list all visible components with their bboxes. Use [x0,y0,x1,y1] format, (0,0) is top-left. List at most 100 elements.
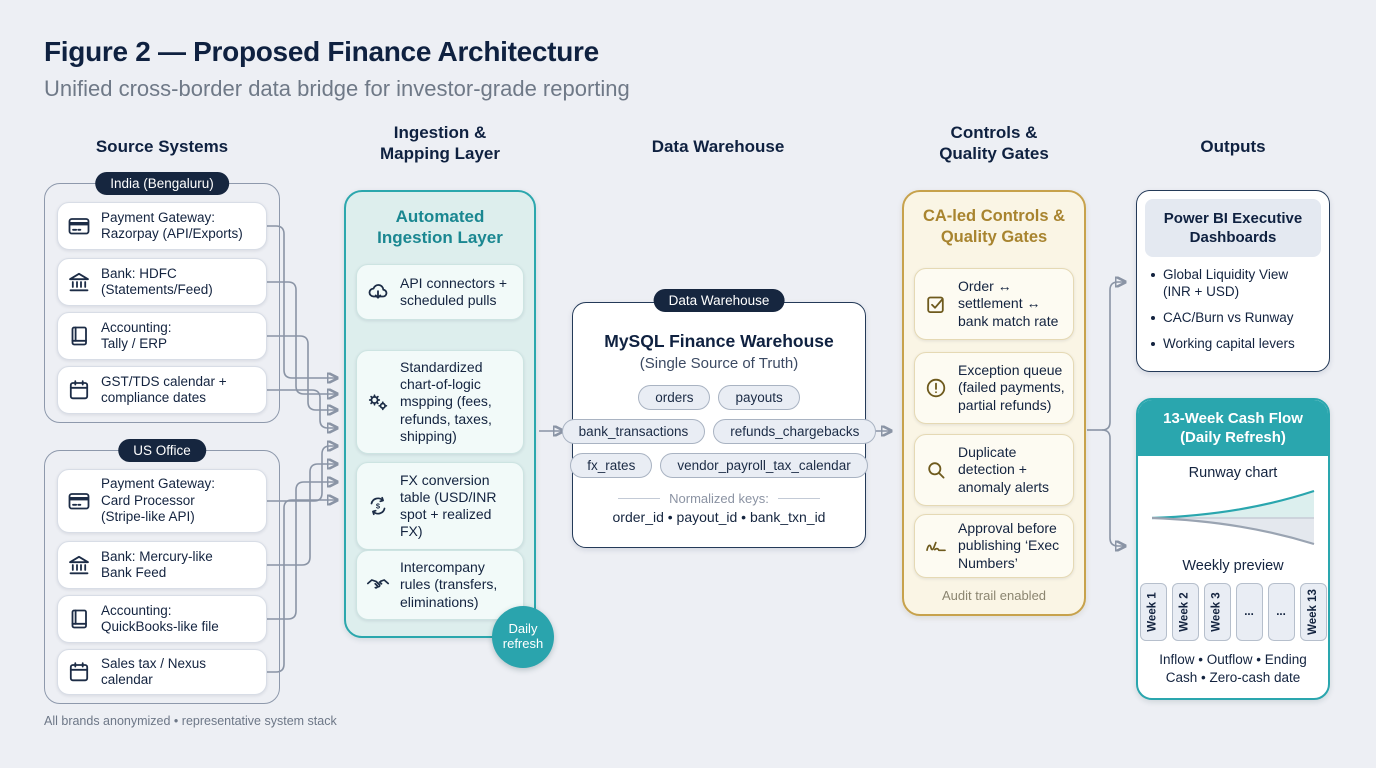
source-card-hdfc: Bank: HDFC (Statements/Feed) [57,258,267,306]
table-chip: bank_transactions [561,419,706,444]
warehouse-box: MySQL Finance Warehouse (Single Source o… [561,302,877,548]
source-card-quickbooks: Accounting: QuickBooks-like file [57,595,267,643]
control-card-match-rate: Order ↔ settlement ↔ bank match rate [914,268,1074,340]
bullet-item: Working capital levers [1151,336,1321,353]
powerbi-bullets: Global Liquidity View (INR + USD) CAC/Bu… [1151,267,1321,353]
control-card-duplicate-detection: Duplicate detection + anomaly alerts [914,434,1074,506]
source-card-label: Payment Gateway: Razorpay (API/Exports) [101,209,243,241]
ingestion-card-label: API connectors + scheduled pulls [400,274,508,308]
control-card-label: Approval before publishing ‘Exec Numbers… [958,520,1060,571]
ingestion-card-intercompany: Intercompany rules (transfers, eliminati… [356,550,524,620]
credit-card-icon [66,214,92,238]
fx-exchange-icon: $ [365,494,391,518]
audit-trail-note: Audit trail enabled [941,588,1047,603]
column-header-warehouse: Data Warehouse [651,137,785,156]
cashflow-box: 13-Week Cash Flow (Daily Refresh) Runway… [1136,398,1330,700]
weekly-preview-chips: Week 1 Week 2 Week 3 ... ... Week 13 [1138,583,1328,641]
controls-title: CA-led Controls & Quality Gates [922,207,1066,246]
magnifier-icon [923,458,949,482]
ingestion-card-label: Standardized chart-of-logic mspping (fee… [400,359,492,444]
group-pill-us: US Office [118,439,206,462]
svg-text:$: $ [376,501,381,510]
credit-card-icon [66,489,92,513]
source-card-label: Bank: HDFC (Statements/Feed) [101,265,213,297]
table-chip: fx_rates [570,453,653,478]
bullet-item: Global Liquidity View (INR + USD) [1151,267,1321,301]
page-title: Figure 2 — Proposed Finance Architecture [44,36,599,67]
bullet-item: CAC/Burn vs Runway [1151,310,1321,327]
week-chip-ellipsis: ... [1267,583,1295,641]
source-card-razorpay: Payment Gateway: Razorpay (API/Exports) [57,202,267,250]
source-card-gst: GST/TDS calendar + compliance dates [57,366,267,414]
runway-chart [1151,489,1315,546]
normalized-keys: order_id • payout_id • bank_txn_id [612,509,826,525]
bullet-dot [1151,273,1155,277]
bank-icon [66,553,92,577]
control-card-label: Duplicate detection + anomaly alerts [958,444,1050,495]
footnote: All brands anonymized • representative s… [44,714,337,728]
powerbi-box: Power BI Executive Dashboards Global Liq… [1136,190,1330,372]
bullet-dot [1151,341,1155,346]
weekly-preview-label: Weekly preview [1182,558,1284,574]
warehouse-pill: Data Warehouse [653,289,785,312]
bullet-text: Global Liquidity View (INR + USD) [1163,267,1289,299]
ingestion-layer-title: Automated Ingestion Layer [377,207,503,247]
cashflow-title: 13-Week Cash Flow (Daily Refresh) [1138,400,1328,456]
ingestion-card-label: Intercompany rules (transfers, eliminati… [400,559,498,610]
source-card-label: Bank: Mercury-like Bank Feed [101,548,213,580]
gears-icon [365,390,391,414]
source-card-tally: Accounting: Tally / ERP [57,312,267,360]
table-chip: refunds_chargebacks [713,419,877,444]
bank-icon [66,270,92,294]
week-chip-ellipsis: ... [1235,583,1263,641]
source-card-label: Accounting: QuickBooks-like file [101,602,219,634]
bullet-text: Working capital levers [1163,335,1295,351]
bullet-dot [1151,315,1155,320]
source-card-label: Accounting: Tally / ERP [101,319,172,351]
control-card-label: Exception queue (failed payments, partia… [958,362,1065,413]
source-card-label: Sales tax / Nexus calendar [101,655,207,687]
handshake-icon [365,573,391,597]
checkbox-icon [923,292,949,316]
table-chip: vendor_payroll_tax_calendar [660,453,868,478]
daily-refresh-badge: Daily refresh [492,606,554,668]
signature-icon [923,534,949,558]
table-chip: orders [638,385,711,410]
ledger-book-icon [66,324,92,348]
runway-chart-label: Runway chart [1188,465,1278,481]
bullet-text: CAC/Burn vs Runway [1163,309,1294,325]
ingestion-card-mapping: Standardized chart-of-logic mspping (fee… [356,350,524,454]
warehouse-title: MySQL Finance Warehouse [604,331,834,351]
source-card-label: Payment Gateway: Card Processor (Stripe-… [101,476,216,525]
cloud-download-icon [365,280,391,304]
source-card-label: GST/TDS calendar + compliance dates [101,373,227,405]
column-header-outputs: Outputs [1200,137,1266,156]
powerbi-title: Power BI Executive Dashboards [1145,199,1321,257]
column-header-source: Source Systems [95,137,229,156]
week-chip: Week 1 [1139,583,1167,641]
week-chip: Week 2 [1171,583,1199,641]
table-chip: payouts [718,385,800,410]
source-card-mercury: Bank: Mercury-like Bank Feed [57,541,267,589]
ingestion-card-api: API connectors + scheduled pulls [356,264,524,320]
week-chip: Week 3 [1203,583,1231,641]
week-chip: Week 13 [1299,583,1327,641]
alert-circle-icon [923,376,949,400]
calendar-icon [66,660,92,684]
page-subtitle: Unified cross-border data bridge for inv… [44,76,630,101]
control-card-approval: Approval before publishing ‘Exec Numbers… [914,514,1074,578]
control-card-label: Order ↔ settlement ↔ bank match rate [958,278,1059,329]
ledger-book-icon [66,607,92,631]
normalized-keys-label: Normalized keys: [618,491,820,506]
ingestion-card-label: FX conversion table (USD/INR spot + real… [400,471,497,540]
ingestion-card-fx: $ FX conversion table (USD/INR spot + re… [356,462,524,550]
source-card-card-processor: Payment Gateway: Card Processor (Stripe-… [57,469,267,533]
cashflow-footer: Inflow • Outflow • Ending Cash • Zero-ca… [1159,652,1307,685]
warehouse-subtitle: (Single Source of Truth) [639,355,799,372]
column-header-ingestion: Ingestion & Mapping Layer [380,123,500,163]
control-card-exception-queue: Exception queue (failed payments, partia… [914,352,1074,424]
calendar-icon [66,378,92,402]
warehouse-tables: orders payouts bank_transactions refunds… [561,385,877,478]
